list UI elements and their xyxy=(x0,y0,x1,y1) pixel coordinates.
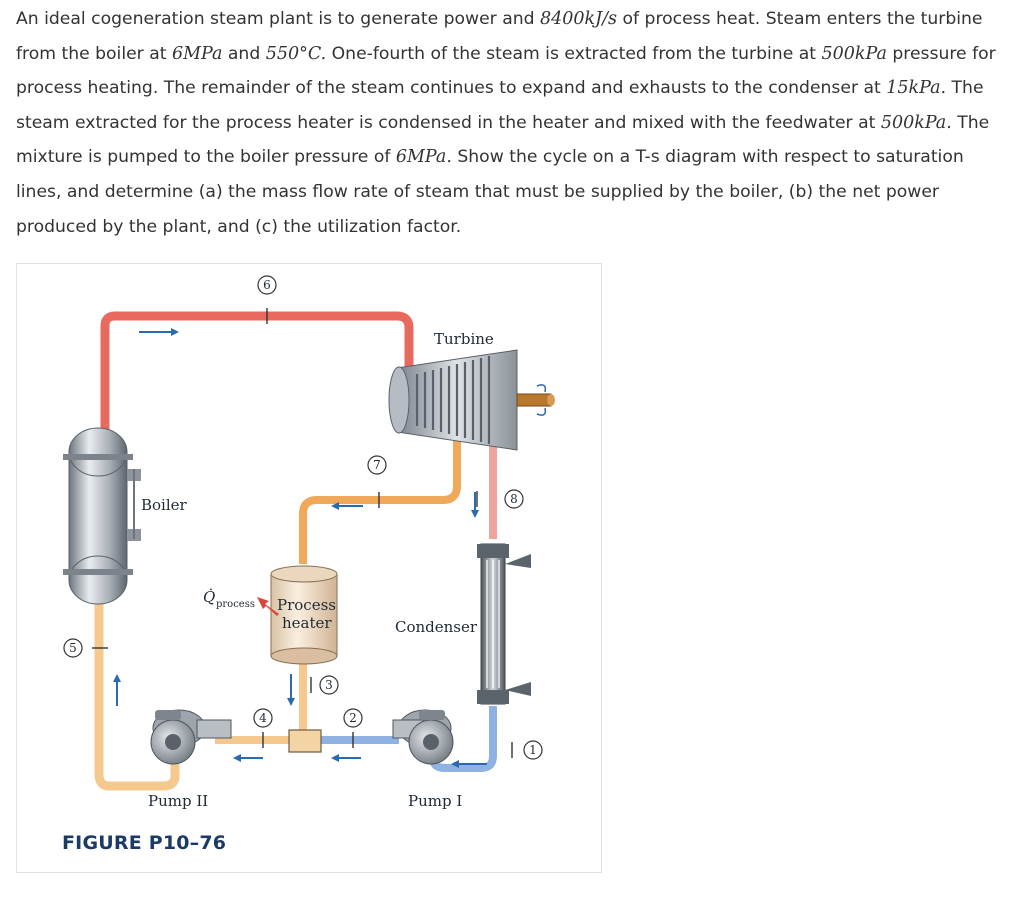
q-process-symbol: Q̇ xyxy=(203,588,215,606)
problem-statement: An ideal cogeneration steam plant is to … xyxy=(16,2,1006,244)
problem-text: The mixture is pumped to the boiler pres… xyxy=(16,112,990,168)
math-boiler-temperature: 550°C. xyxy=(265,43,327,64)
figure-caption: FIGURE P10–76 xyxy=(62,832,227,854)
process-heater-label-1: Process xyxy=(277,596,336,614)
state-6-label: 6 xyxy=(263,278,271,292)
main-steam-pipe xyxy=(100,311,414,429)
mixing-chamber xyxy=(288,729,322,753)
state-2-marker xyxy=(343,708,363,728)
turbine-label: Turbine xyxy=(434,330,494,348)
state-3-label: 3 xyxy=(325,678,333,692)
problem-text: An ideal cogeneration steam plant is to … xyxy=(16,9,540,29)
state-5-marker xyxy=(63,638,83,658)
state-7-label: 7 xyxy=(373,458,381,472)
problem-text: The steam extracted for the process heat… xyxy=(16,78,984,133)
state-2-label: 2 xyxy=(349,711,357,725)
pump-2 xyxy=(150,709,232,765)
state-6-marker xyxy=(257,275,277,295)
math-condenser-pressure: 15kPa. xyxy=(886,78,947,99)
state-1-marker xyxy=(523,740,543,760)
process-heater xyxy=(270,565,338,665)
turbine xyxy=(388,349,555,451)
math-mixing-pressure: 500kPa. xyxy=(880,112,952,133)
state-7-marker xyxy=(367,455,387,475)
problem-text: One-fourth of the steam is extracted fro… xyxy=(326,43,822,64)
problem-text: pressure for process heating. The remain… xyxy=(16,43,996,99)
pump-1-label: Pump I xyxy=(408,792,462,810)
condenser xyxy=(477,543,531,705)
math-pump-pressure: 6MPa. xyxy=(395,147,452,168)
state-5-label: 5 xyxy=(69,641,77,655)
cogeneration-figure: 6 7 8 3 5 4 2 1 Turbine Boiler Process h… xyxy=(16,263,602,873)
state-4-label: 4 xyxy=(259,711,267,725)
problem-text: of process heat. Steam enters the turbin… xyxy=(16,9,983,64)
boiler-label: Boiler xyxy=(141,496,188,514)
flow-arrows xyxy=(113,328,487,768)
state-8-label: 8 xyxy=(510,492,518,506)
math-extraction-pressure: 500kPa xyxy=(821,43,887,64)
pump-2-label: Pump II xyxy=(148,792,208,810)
q-process-subscript: process xyxy=(216,599,255,610)
cogeneration-diagram: 6 7 8 3 5 4 2 1 Turbine Boiler Process h… xyxy=(63,275,555,810)
extraction-pipe xyxy=(299,426,461,564)
process-heater-label-2: heater xyxy=(282,614,332,632)
state-4-marker xyxy=(253,708,273,728)
pump-1 xyxy=(392,709,454,765)
math-boiler-pressure: 6MPa xyxy=(171,43,223,64)
process-heat-arrow xyxy=(257,597,279,616)
math-heat-rate: 8400kJ/s xyxy=(540,9,618,29)
boiler-feed-pipe xyxy=(94,582,180,791)
state-3-marker xyxy=(319,675,339,695)
boiler xyxy=(63,427,141,605)
problem-text: and xyxy=(222,43,266,64)
state-markers xyxy=(63,275,543,760)
state-ticks xyxy=(92,308,513,758)
problem-text: Show the cycle on a T-s diagram with res… xyxy=(16,147,964,237)
condenser-label: Condenser xyxy=(395,618,478,636)
state-1-label: 1 xyxy=(529,743,537,757)
state-8-marker xyxy=(504,489,524,509)
